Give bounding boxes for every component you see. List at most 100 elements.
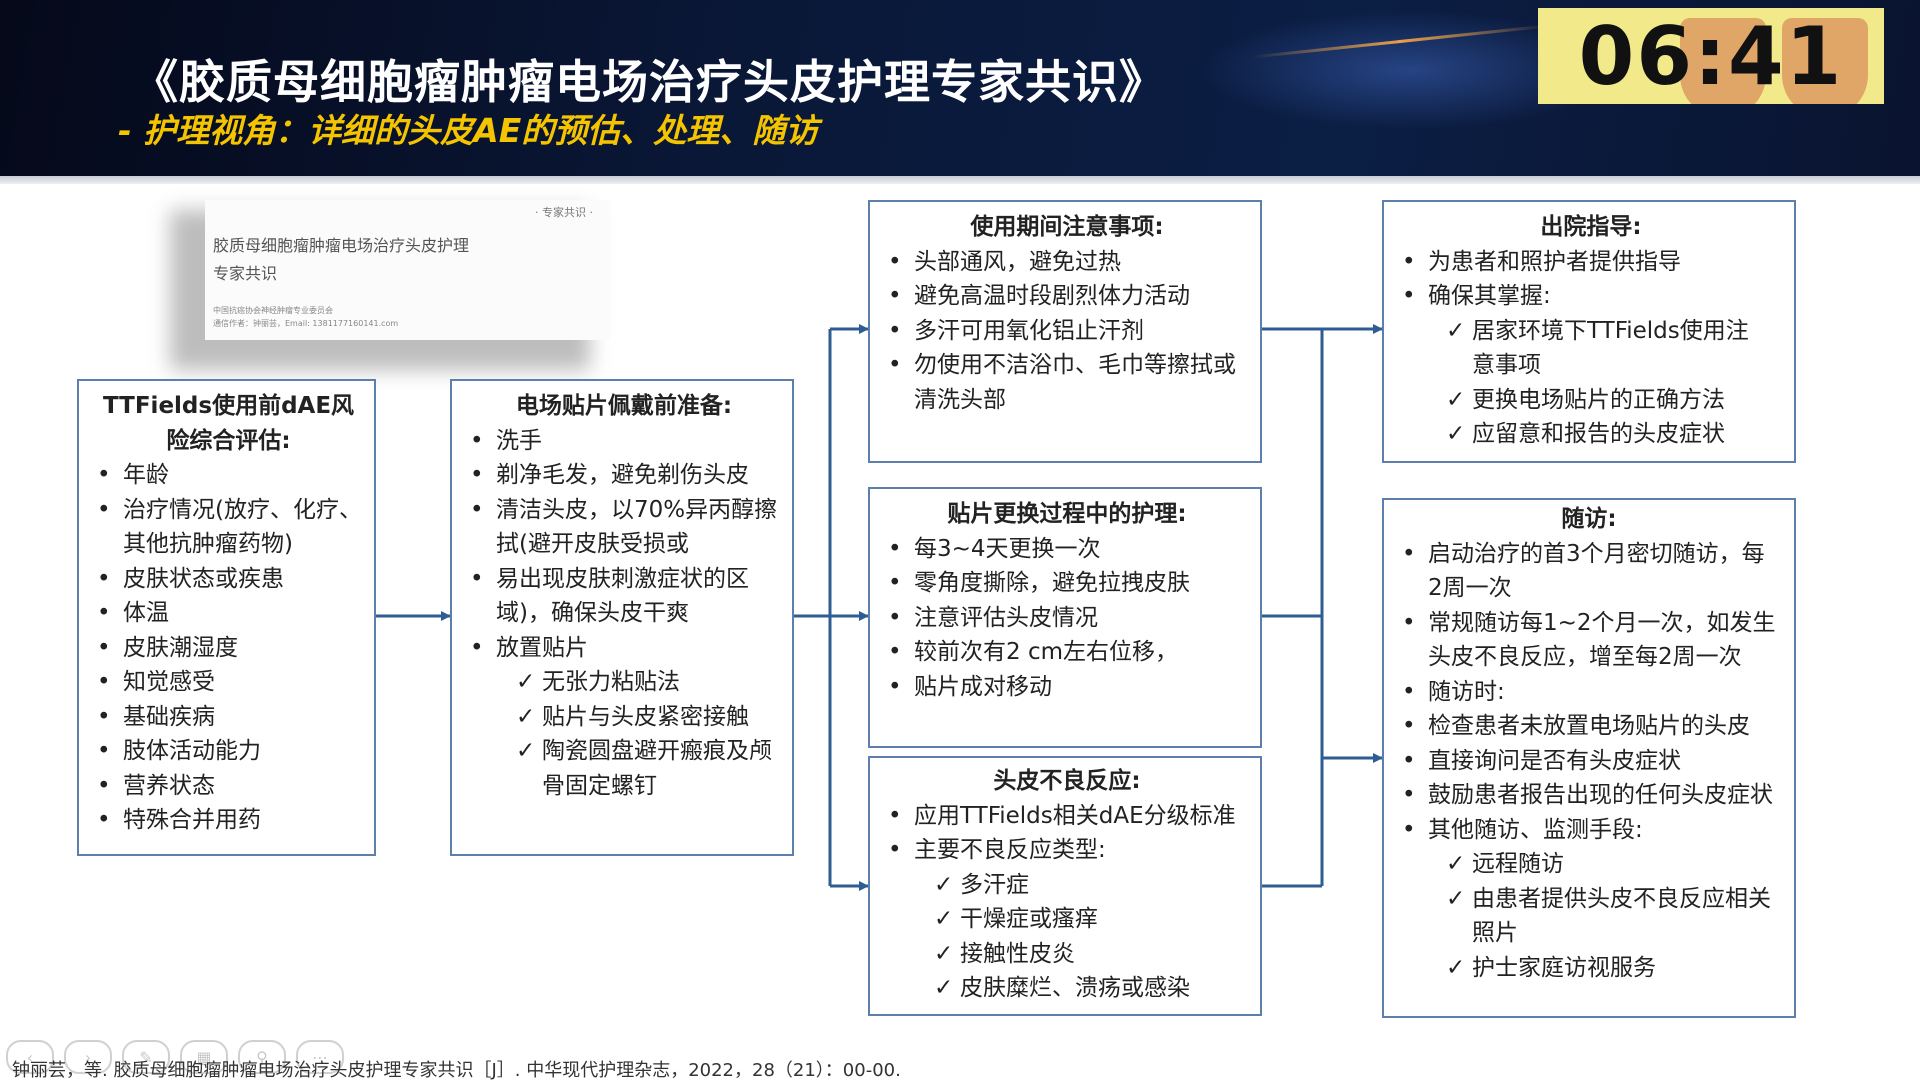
list-item: 确保其掌握: 居家环境下TTFields使用注意事项 更换电场贴片的正确方法 应…	[1400, 279, 1782, 452]
list-item: 贴片成对移动	[886, 670, 1248, 705]
list-item: 鼓励患者报告出现的任何头皮症状	[1400, 778, 1778, 813]
thumbnail-title-line: 专家共识	[213, 264, 278, 283]
list-item: 易出现皮肤刺激症状的区域)，确保头皮干爽	[468, 562, 780, 631]
chevron-right-icon: ›	[84, 1047, 92, 1067]
adverse-list: 应用TTFields相关dAE分级标准 主要不良反应类型: 多汗症 干燥症或瘙痒…	[886, 799, 1248, 1006]
thumbnail-meta-line: 通信作者：钟丽芸，Email: 1381177160141.com	[213, 319, 399, 328]
list-item: 直接询问是否有头皮症状	[1400, 744, 1778, 779]
next-slide-button[interactable]: ›	[64, 1040, 112, 1074]
thumbnail-title: 胶质母细胞瘤肿瘤电场治疗头皮护理 专家共识	[213, 232, 469, 288]
box-risk-assessment: TTFields使用前dAE风险综合评估: 年龄 治疗情况(放疗、化疗、其他抗肿…	[77, 379, 376, 856]
list-item: 常规随访每1~2个月一次，如发生头皮不良反应，增至每2周一次	[1400, 606, 1778, 675]
check-item: 护士家庭访视服务	[1446, 951, 1778, 986]
preparation-list: 洗手 剃净毛发，避免剃伤头皮 清洁头皮，以70%异丙醇擦拭(避开皮肤受损或 易出…	[468, 424, 780, 804]
list-item: 放置贴片 无张力粘贴法 贴片与头皮紧密接触 陶瓷圆盘避开瘢痕及颅骨固定螺钉	[468, 631, 780, 804]
list-item: 营养状态	[95, 769, 362, 804]
list-item-label: 主要不良反应类型:	[914, 837, 1106, 863]
list-item: 治疗情况(放疗、化疗、其他抗肿瘤药物)	[95, 493, 362, 562]
box-title: 贴片更换过程中的护理:	[947, 501, 1187, 527]
pen-icon: ✎	[139, 1047, 153, 1067]
list-item: 勿使用不洁浴巾、毛巾等擦拭或清洗头部	[886, 348, 1248, 417]
followup-check-list: 远程随访 由患者提供头皮不良反应相关照片 护士家庭访视服务	[1446, 847, 1778, 986]
box-title: 头皮不良反应:	[993, 768, 1141, 794]
list-item: 零角度撕除，避免拉拽皮肤	[886, 566, 1248, 601]
header-divider	[0, 176, 1920, 184]
more-icon: ⋯	[312, 1047, 328, 1067]
list-item: 避免高温时段剧烈体力活动	[886, 279, 1248, 314]
slide-subtitle: - 护理视角：详细的头皮AE的预估、处理、随访	[118, 111, 819, 150]
box-title: 电场贴片佩戴前准备:	[515, 393, 733, 419]
check-item: 干燥症或瘙痒	[934, 902, 1248, 937]
list-item: 主要不良反应类型: 多汗症 干燥症或瘙痒 接触性皮炎 皮肤糜烂、溃疡或感染	[886, 833, 1248, 1006]
check-item: 更换电场贴片的正确方法	[1446, 383, 1766, 418]
list-item: 体温	[95, 596, 362, 631]
box-title: 随访:	[1561, 506, 1617, 532]
list-item: 皮肤潮湿度	[95, 631, 362, 666]
check-item: 贴片与头皮紧密接触	[516, 700, 780, 735]
list-item: 洗手	[468, 424, 780, 459]
previous-slide-button[interactable]: ‹	[6, 1040, 54, 1074]
discharge-list: 为患者和照护者提供指导 确保其掌握: 居家环境下TTFields使用注意事项 更…	[1400, 245, 1782, 452]
list-item: 多汗可用氧化铝止汗剂	[886, 314, 1248, 349]
list-item: 知觉感受	[95, 665, 362, 700]
check-item: 皮肤糜烂、溃疡或感染	[934, 971, 1248, 1006]
magnifier-icon: ⚲	[256, 1047, 268, 1067]
check-item: 应留意和报告的头皮症状	[1446, 417, 1766, 452]
list-item: 为患者和照护者提供指导	[1400, 245, 1782, 280]
assessment-list: 年龄 治疗情况(放疗、化疗、其他抗肿瘤药物) 皮肤状态或疾患 体温 皮肤潮湿度 …	[95, 458, 362, 838]
check-item: 无张力粘贴法	[516, 665, 780, 700]
list-item: 注意评估头皮情况	[886, 601, 1248, 636]
adverse-check-list: 多汗症 干燥症或瘙痒 接触性皮炎 皮肤糜烂、溃疡或感染	[934, 868, 1248, 1006]
slide-title: 《胶质母细胞瘤肿瘤电场治疗头皮护理专家共识》	[132, 55, 1166, 109]
replacement-list: 每3~4天更换一次 零角度撕除，避免拉拽皮肤 注意评估头皮情况 较前次有2 cm…	[886, 532, 1248, 705]
pen-tool-button[interactable]: ✎	[122, 1040, 170, 1074]
grid-icon: ▦	[196, 1047, 212, 1067]
discharge-check-list: 居家环境下TTFields使用注意事项 更换电场贴片的正确方法 应留意和报告的头…	[1446, 314, 1782, 452]
thumbnail-meta: 中国抗癌协会神经肿瘤专业委员会 通信作者：钟丽芸，Email: 13811771…	[213, 304, 398, 330]
list-item: 启动治疗的首3个月密切随访，每2周一次	[1400, 537, 1778, 606]
emblem-icon	[1680, 18, 1766, 104]
check-item: 由患者提供头皮不良反应相关照片	[1446, 882, 1778, 951]
box-patch-preparation: 电场贴片佩戴前准备: 洗手 剃净毛发，避免剃伤头皮 清洁头皮，以70%异丙醇擦拭…	[450, 379, 794, 856]
check-item: 接触性皮炎	[934, 937, 1248, 972]
presentation-controls: ‹ › ✎ ▦ ⚲ ⋯	[6, 1040, 344, 1074]
paper-thumbnail: · 专家共识 · 胶质母细胞瘤肿瘤电场治疗头皮护理 专家共识 中国抗癌协会神经肿…	[205, 200, 610, 340]
check-item: 多汗症	[934, 868, 1248, 903]
box-title: TTFields使用前dAE风险综合评估:	[102, 393, 355, 454]
thumbnail-meta-line: 中国抗癌协会神经肿瘤专业委员会	[213, 306, 333, 315]
list-item: 每3~4天更换一次	[886, 532, 1248, 567]
more-options-button[interactable]: ⋯	[296, 1040, 344, 1074]
list-item: 剃净毛发，避免剃伤头皮	[468, 458, 780, 493]
list-item: 皮肤状态或疾患	[95, 562, 362, 597]
box-patch-replacement: 贴片更换过程中的护理: 每3~4天更换一次 零角度撕除，避免拉拽皮肤 注意评估头…	[868, 487, 1262, 748]
list-item: 检查患者未放置电场贴片的头皮	[1400, 709, 1778, 744]
list-item-label: 确保其掌握:	[1428, 283, 1551, 309]
box-follow-up: 随访: 启动治疗的首3个月密切随访，每2周一次 常规随访每1~2个月一次，如发生…	[1382, 498, 1796, 1018]
list-item: 其他随访、监测手段: 远程随访 由患者提供头皮不良反应相关照片 护士家庭访视服务	[1400, 813, 1778, 986]
timer-value: 06:41	[1578, 9, 1844, 103]
list-item: 基础疾病	[95, 700, 362, 735]
thumbnail-title-line: 胶质母细胞瘤肿瘤电场治疗头皮护理	[213, 236, 470, 255]
list-item: 应用TTFields相关dAE分级标准	[886, 799, 1248, 834]
zoom-button[interactable]: ⚲	[238, 1040, 286, 1074]
chevron-left-icon: ‹	[26, 1047, 34, 1067]
list-item: 较前次有2 cm左右位移，	[886, 635, 1248, 670]
box-discharge-guidance: 出院指导: 为患者和照护者提供指导 确保其掌握: 居家环境下TTFields使用…	[1382, 200, 1796, 463]
list-item: 年龄	[95, 458, 362, 493]
countdown-timer: 06:41	[1538, 8, 1884, 104]
list-item: 随访时:	[1400, 675, 1778, 710]
list-item-label: 其他随访、监测手段:	[1428, 816, 1643, 843]
list-item: 肢体活动能力	[95, 734, 362, 769]
slides-overview-button[interactable]: ▦	[180, 1040, 228, 1074]
followup-list: 启动治疗的首3个月密切随访，每2周一次 常规随访每1~2个月一次，如发生头皮不良…	[1400, 537, 1778, 986]
check-item: 陶瓷圆盘避开瘢痕及颅骨固定螺钉	[516, 734, 780, 803]
reference-citation: 钟丽芸，等. 胶质母细胞瘤肿瘤电场治疗头皮护理专家共识［J］. 中华现代护理杂志…	[12, 1060, 901, 1081]
preparation-check-list: 无张力粘贴法 贴片与头皮紧密接触 陶瓷圆盘避开瘢痕及颅骨固定螺钉	[516, 665, 780, 803]
box-usage-precautions: 使用期间注意事项: 头部通风，避免过热 避免高温时段剧烈体力活动 多汗可用氧化铝…	[868, 200, 1262, 463]
check-item: 居家环境下TTFields使用注意事项	[1446, 314, 1766, 383]
emblem-icon	[1782, 18, 1868, 104]
box-title: 出院指导:	[1540, 214, 1642, 240]
check-item: 远程随访	[1446, 847, 1778, 882]
box-scalp-adverse-reactions: 头皮不良反应: 应用TTFields相关dAE分级标准 主要不良反应类型: 多汗…	[868, 756, 1262, 1016]
precautions-list: 头部通风，避免过热 避免高温时段剧烈体力活动 多汗可用氧化铝止汗剂 勿使用不洁浴…	[886, 245, 1248, 418]
